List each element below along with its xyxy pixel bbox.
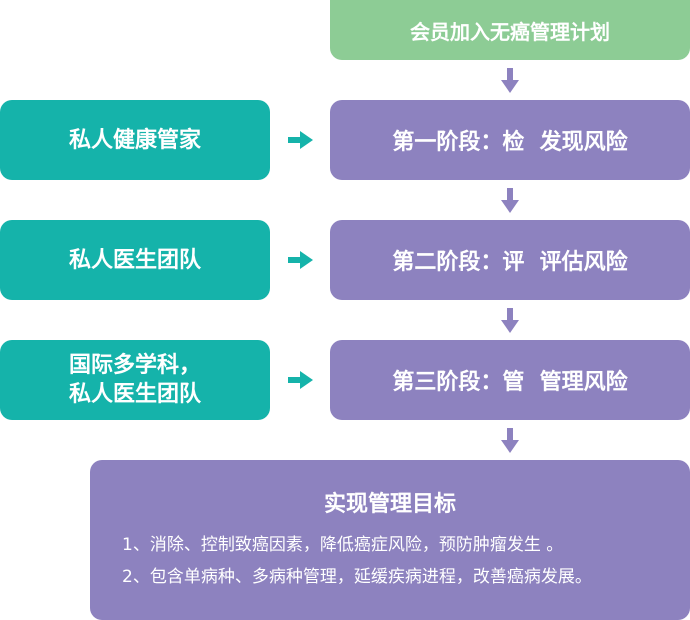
stage-label-2: 第二阶段：评 评估风险 <box>392 250 628 275</box>
arrow-down-icon <box>501 428 519 453</box>
arrow-down-icon <box>501 68 519 93</box>
arrow-down-icon <box>501 308 519 333</box>
arrow-right-icon <box>288 371 313 389</box>
side-box-3: 国际多学科， 私人医生团队 <box>0 340 270 420</box>
side-label-2: 私人医生团队 <box>68 247 201 273</box>
arrow-right-icon <box>288 131 313 149</box>
goal-title: 实现管理目标 <box>323 492 456 517</box>
start-box: 会员加入无癌管理计划 <box>330 0 690 60</box>
side-box-2: 私人医生团队 <box>0 220 270 300</box>
side-box-1: 私人健康管家 <box>0 100 270 180</box>
stage-box-3: 第三阶段：管 管理风险 <box>330 340 690 420</box>
goal-item-2: 2、包含单病种、多病种管理，延缓疾病进程，改善癌病发展。 <box>122 567 592 587</box>
arrow-down-icon <box>501 188 519 213</box>
start-label: 会员加入无癌管理计划 <box>410 19 610 44</box>
side-label-1: 私人健康管家 <box>68 127 201 153</box>
stage-box-2: 第二阶段：评 评估风险 <box>330 220 690 300</box>
stage-label-1: 第一阶段：检 发现风险 <box>392 130 628 155</box>
arrow-right-icon <box>288 251 313 269</box>
goal-box: 实现管理目标 1、消除、控制致癌因素，降低癌症风险，预防肿瘤发生 。 2、包含单… <box>90 460 690 620</box>
stage-box-1: 第一阶段：检 发现风险 <box>330 100 690 180</box>
side-label-3b: 私人医生团队 <box>68 382 201 407</box>
goal-item-1: 1、消除、控制致癌因素，降低癌症风险，预防肿瘤发生 。 <box>122 535 564 555</box>
side-label-3a: 国际多学科， <box>68 353 201 378</box>
stage-label-3: 第三阶段：管 管理风险 <box>392 370 628 395</box>
